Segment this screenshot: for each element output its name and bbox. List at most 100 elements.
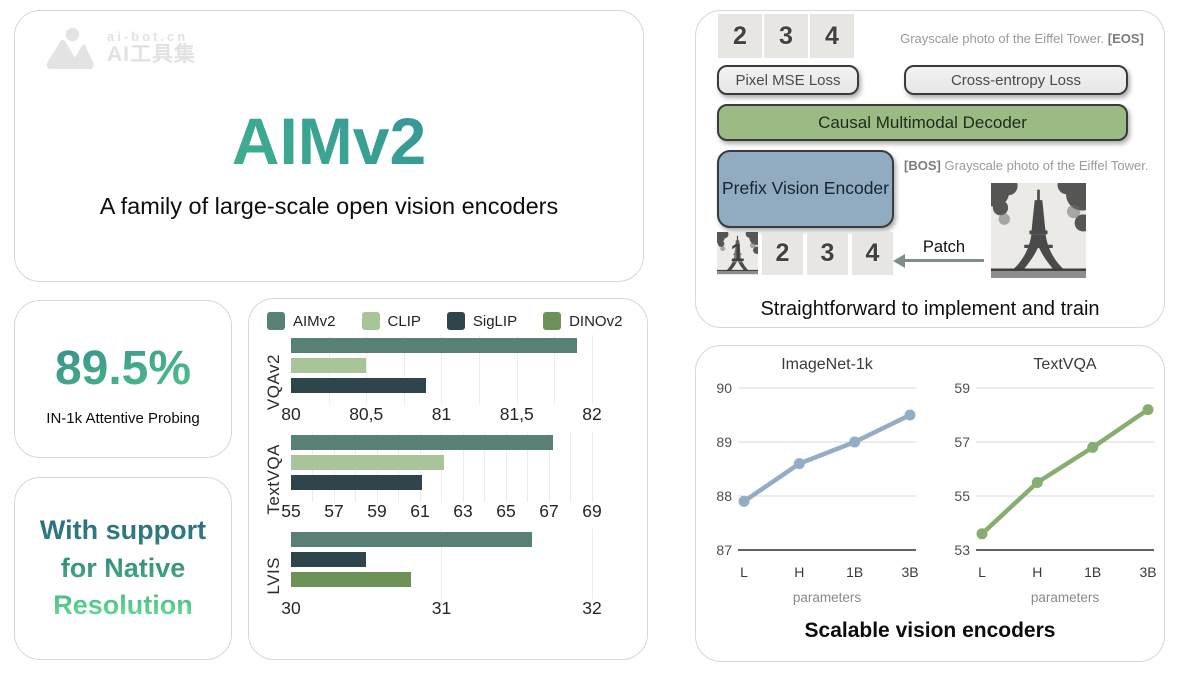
axis-tick-label: 59 bbox=[367, 501, 387, 521]
axis-tick-label: 67 bbox=[539, 501, 559, 521]
legend-item-aimv2: AIMv2 bbox=[267, 312, 336, 330]
bar-group-plot bbox=[291, 335, 633, 405]
data-point bbox=[1142, 404, 1154, 416]
bar-group-plot-col: 80 80,5 81 81,5 82 bbox=[281, 335, 633, 426]
axis-tick-label: 55 bbox=[281, 501, 301, 521]
decoder-input-text: [BOS] Grayscale photo of the Eiffel Towe… bbox=[904, 158, 1156, 173]
y-tick-label: 57 bbox=[954, 434, 970, 450]
legend-item-siglip: SigLIP bbox=[446, 312, 518, 330]
axis-tick-label: 61 bbox=[410, 501, 430, 521]
legend-swatch bbox=[446, 312, 465, 330]
page-subtitle: A family of large-scale open vision enco… bbox=[99, 193, 559, 219]
bar-aimv2 bbox=[291, 532, 532, 547]
image-patch: 4 bbox=[852, 232, 893, 275]
x-tick-label: 1B bbox=[846, 564, 864, 580]
axis-tick-label: 57 bbox=[324, 501, 344, 521]
x-axis-title: parameters bbox=[1030, 590, 1100, 605]
axis-tick-label: 81 bbox=[431, 404, 452, 424]
legend-swatch bbox=[543, 312, 562, 330]
bos-token: [BOS] bbox=[904, 158, 941, 173]
image-patch: 1 bbox=[717, 232, 758, 275]
bar-clip bbox=[291, 358, 367, 373]
encoder-label: Prefix Vision Encoder bbox=[722, 178, 889, 199]
data-line bbox=[741, 412, 913, 504]
bar-clip bbox=[291, 455, 444, 470]
patch-arrow-label: Patch bbox=[922, 238, 966, 256]
data-point bbox=[904, 409, 916, 421]
image-patch: 2 bbox=[762, 232, 803, 275]
axis-tick-label: 81,5 bbox=[499, 404, 534, 424]
left-arrow-icon bbox=[893, 253, 984, 268]
data-line bbox=[979, 407, 1151, 537]
diagram-caption: Straightforward to implement and train bbox=[760, 298, 1100, 320]
decoder-output-text: Grayscale photo of the Eiffel Tower. [EO… bbox=[896, 31, 1148, 46]
y-tick-label: 59 bbox=[954, 380, 970, 396]
cross-entropy-loss-box: Cross-entropy Loss bbox=[904, 65, 1128, 95]
x-tick-label: H bbox=[794, 564, 805, 580]
line-chart-body: 53 55 57 59 bbox=[946, 376, 1154, 564]
legend-label: SigLIP bbox=[472, 312, 518, 330]
gridline bbox=[548, 432, 550, 502]
brand-logo-icon bbox=[46, 27, 94, 69]
y-tick-label: 89 bbox=[716, 434, 732, 450]
image-patch: 3 bbox=[807, 232, 848, 275]
patch-number: 4 bbox=[825, 21, 839, 50]
axis-ticks: 30 31 32 bbox=[281, 587, 633, 620]
page-title: AIMv2 bbox=[15, 11, 643, 179]
training-diagram-card: 2 3 4 Grayscale photo of the Eiffel Tower.… bbox=[695, 10, 1165, 328]
y-tick-label: 87 bbox=[716, 542, 732, 558]
data-point bbox=[793, 458, 805, 470]
x-axis-title: parameters bbox=[792, 590, 862, 605]
y-tick-label: 55 bbox=[954, 488, 970, 504]
bar-group-plot bbox=[291, 432, 633, 502]
eos-sentence: Grayscale photo of the Eiffel Tower. bbox=[900, 31, 1105, 46]
x-tick-label: H bbox=[1032, 564, 1043, 580]
bar-siglip bbox=[291, 378, 427, 393]
gridline bbox=[366, 335, 368, 405]
axis-tick-label: 32 bbox=[582, 598, 602, 618]
patch-number: 2 bbox=[733, 21, 747, 50]
x-tick-label: L bbox=[978, 564, 986, 580]
axis-tick-label: 82 bbox=[582, 404, 602, 424]
y-tick-label: 53 bbox=[954, 542, 970, 558]
y-tick-label: 88 bbox=[716, 488, 732, 504]
legend-swatch bbox=[267, 312, 285, 330]
patch-number: 3 bbox=[820, 239, 835, 267]
gridline bbox=[441, 529, 443, 599]
axis-tick-label: 80,5 bbox=[349, 404, 384, 424]
gridline bbox=[527, 432, 529, 502]
axis-tick-label: 31 bbox=[431, 598, 452, 618]
stat-value: 89.5% bbox=[15, 301, 231, 396]
axis-tick-label: 30 bbox=[281, 598, 301, 618]
y-axis-labels: 53 55 57 59 bbox=[946, 376, 972, 564]
hero-card: ai-bot.cn AI工具集 AIMv2 A family of large-… bbox=[14, 10, 644, 282]
pixel-mse-loss-box: Pixel MSE Loss bbox=[717, 65, 859, 95]
prefix-vision-encoder-box: Prefix Vision Encoder bbox=[717, 150, 894, 228]
x-tick-label: 3B bbox=[1139, 564, 1157, 580]
gridline bbox=[403, 335, 405, 405]
bos-sentence: Grayscale photo of the Eiffel Tower. bbox=[944, 158, 1149, 173]
patch-number: 2 bbox=[775, 239, 790, 267]
bar-group-axis-label-text: LVIS bbox=[264, 557, 283, 595]
brand-site-cn: AI工具集 bbox=[107, 42, 196, 66]
bar-siglip bbox=[291, 552, 367, 567]
legend-swatch bbox=[361, 312, 380, 330]
x-tick-label: 3B bbox=[901, 564, 919, 580]
patch-number: 4 bbox=[865, 239, 880, 267]
feature-card: With support for Native Resolution bbox=[14, 477, 232, 660]
data-point bbox=[738, 495, 750, 507]
patch-number: 3 bbox=[779, 21, 793, 50]
axis-tick-label: 80 bbox=[281, 404, 301, 424]
gridline bbox=[591, 432, 593, 502]
